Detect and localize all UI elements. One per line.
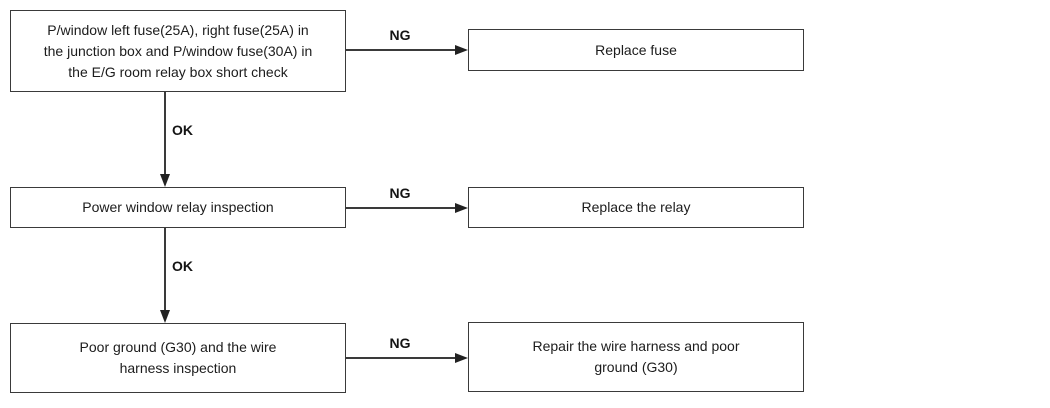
flow-node-repair-harness-ground: Repair the wire harness and poor ground … [468,322,804,392]
arrowhead-right-icon [455,353,468,363]
arrowhead-down-icon [160,174,170,187]
connector-line-step3-ng [346,357,456,359]
edge-label-ng-step3: NG [389,335,411,351]
flow-node-relay-inspection: Power window relay inspection [10,187,346,228]
connector-line-step2-ng [346,207,456,209]
edge-label-ng-step2: NG [389,185,411,201]
edge-label-ok-step1: OK [172,122,193,138]
flow-node-replace-relay: Replace the relay [468,187,804,228]
arrowhead-right-icon [455,45,468,55]
connector-line-step1-ng [346,49,456,51]
edge-label-ng-step1: NG [389,27,411,43]
flow-node-ground-harness-inspection: Poor ground (G30) and the wire harness i… [10,323,346,393]
connector-line-step1-ok [164,92,166,175]
connector-line-step2-ok [164,228,166,310]
arrowhead-down-icon [160,310,170,323]
flow-node-replace-fuse: Replace fuse [468,29,804,71]
arrowhead-right-icon [455,203,468,213]
edge-label-ok-step2: OK [172,258,193,274]
flow-node-fuse-short-check: P/window left fuse(25A), right fuse(25A)… [10,10,346,92]
